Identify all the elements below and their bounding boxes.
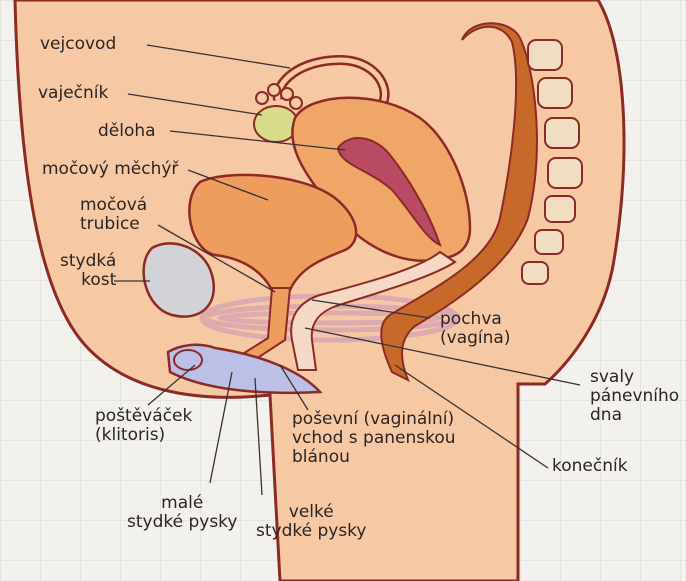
label-vaginal-opening: poševní (vaginální) vchod s panenskou bl…	[292, 410, 456, 467]
clitoris	[174, 350, 202, 370]
label-uterus: děloha	[98, 122, 156, 141]
label-labia-majora: velké stydké pysky	[256, 503, 366, 541]
label-clitoris: poštěváček (klitoris)	[95, 407, 192, 445]
label-pelvic-floor-muscles: svaly pánevního dna	[590, 368, 679, 425]
label-rectum: konečník	[552, 457, 628, 476]
label-urethra: močová trubice	[80, 196, 147, 234]
label-urinary-bladder: močový měchýř	[42, 160, 178, 179]
label-ovary: vaječník	[38, 84, 108, 103]
label-fallopian-tube: vejcovod	[40, 35, 116, 54]
label-pubic-bone: stydká kost	[60, 252, 116, 290]
label-labia-minora: malé stydké pysky	[127, 494, 237, 532]
label-vagina: pochva (vagína)	[440, 310, 510, 348]
